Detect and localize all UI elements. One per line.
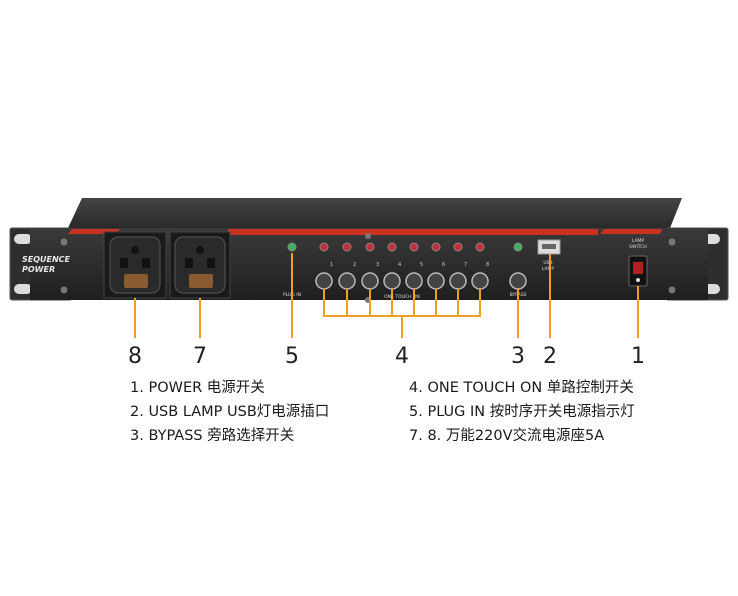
- channel-button-3[interactable]: [361, 272, 379, 290]
- legend-item: 4. ONE TOUCH ON 单路控制开关: [409, 380, 634, 396]
- power-switch-dot: [636, 278, 640, 282]
- channel-led: [319, 242, 329, 252]
- legend-left: 1. POWER 电源开关 2. USB LAMP USB灯电源插口 3. BY…: [130, 376, 329, 448]
- bypass-button[interactable]: [509, 272, 527, 290]
- channel-button-1[interactable]: [315, 272, 333, 290]
- callout-number-7: 7: [193, 344, 207, 369]
- legend-item: 7. 8. 万能220V交流电源座5A: [409, 428, 605, 444]
- channel-number: 8: [486, 262, 489, 268]
- one-touch-label: ONE TOUCH ON: [384, 294, 420, 300]
- channel-button-8[interactable]: [471, 272, 489, 290]
- channel-button-4[interactable]: [383, 272, 401, 290]
- legend-right: 4. ONE TOUCH ON 单路控制开关 5. PLUG IN 按时序开关电…: [409, 376, 635, 448]
- screw: [365, 233, 371, 239]
- channel-button-2[interactable]: [338, 272, 356, 290]
- legend-item: 5. PLUG IN 按时序开关电源指示灯: [409, 404, 635, 420]
- plug-in-led: [287, 242, 297, 252]
- channel-number: 1: [330, 262, 333, 268]
- socket-8-slot: [142, 258, 150, 268]
- channel-button-7[interactable]: [449, 272, 467, 290]
- rack-hole: [14, 284, 32, 294]
- channel-led: [409, 242, 419, 252]
- socket-8-slot: [120, 258, 128, 268]
- channel-led: [342, 242, 352, 252]
- socket-7-pin: [196, 246, 204, 254]
- callout-number-2: 2: [543, 344, 557, 369]
- channel-led: [431, 242, 441, 252]
- front-label-line2: POWER: [22, 265, 55, 274]
- lamp-label-line2: SWITCH: [629, 244, 647, 250]
- channel-led: [475, 242, 485, 252]
- channel-button-6[interactable]: [427, 272, 445, 290]
- rack-hole: [14, 234, 32, 244]
- screw: [668, 238, 676, 246]
- usb-port-inner: [542, 244, 556, 249]
- channel-number: 7: [464, 262, 467, 268]
- channel-number: 4: [398, 262, 401, 268]
- socket-7-slot: [207, 258, 215, 268]
- power-switch-rocker: [633, 262, 643, 274]
- channel-number: 6: [442, 262, 445, 268]
- callout-number-4: 4: [395, 344, 409, 369]
- channel-led: [453, 242, 463, 252]
- usb-label-line2: LAMP: [542, 266, 555, 272]
- lamp-label-line1: LAMP: [632, 238, 645, 244]
- callout-number-8: 8: [128, 344, 142, 369]
- bypass-led: [513, 242, 523, 252]
- callout-number-3: 3: [511, 344, 525, 369]
- channel-leds: [319, 242, 485, 252]
- chassis-top: [68, 198, 682, 228]
- channel-led: [387, 242, 397, 252]
- socket-7-slot: [189, 274, 213, 288]
- front-label-line1: SEQUENCE: [22, 255, 71, 264]
- legend-item: 3. BYPASS 旁路选择开关: [130, 428, 295, 444]
- channel-number: 2: [353, 262, 356, 268]
- legend-item: 1. POWER 电源开关: [130, 380, 265, 396]
- screw: [60, 286, 68, 294]
- channel-number: 5: [420, 262, 423, 268]
- red-stripe: [600, 229, 662, 234]
- screw: [668, 286, 676, 294]
- socket-7-slot: [185, 258, 193, 268]
- screw: [60, 238, 68, 246]
- channel-button-5[interactable]: [405, 272, 423, 290]
- channel-led: [365, 242, 375, 252]
- socket-8-slot: [124, 274, 148, 288]
- channel-number: 3: [376, 262, 379, 268]
- usb-label-line1: USB: [543, 260, 552, 266]
- callout-number-1: 1: [631, 344, 645, 369]
- callout-lines: [134, 253, 639, 338]
- red-stripe: [228, 229, 598, 235]
- socket-8-pin: [131, 246, 139, 254]
- callout-number-5: 5: [285, 344, 299, 369]
- legend-item: 2. USB LAMP USB灯电源插口: [130, 404, 330, 420]
